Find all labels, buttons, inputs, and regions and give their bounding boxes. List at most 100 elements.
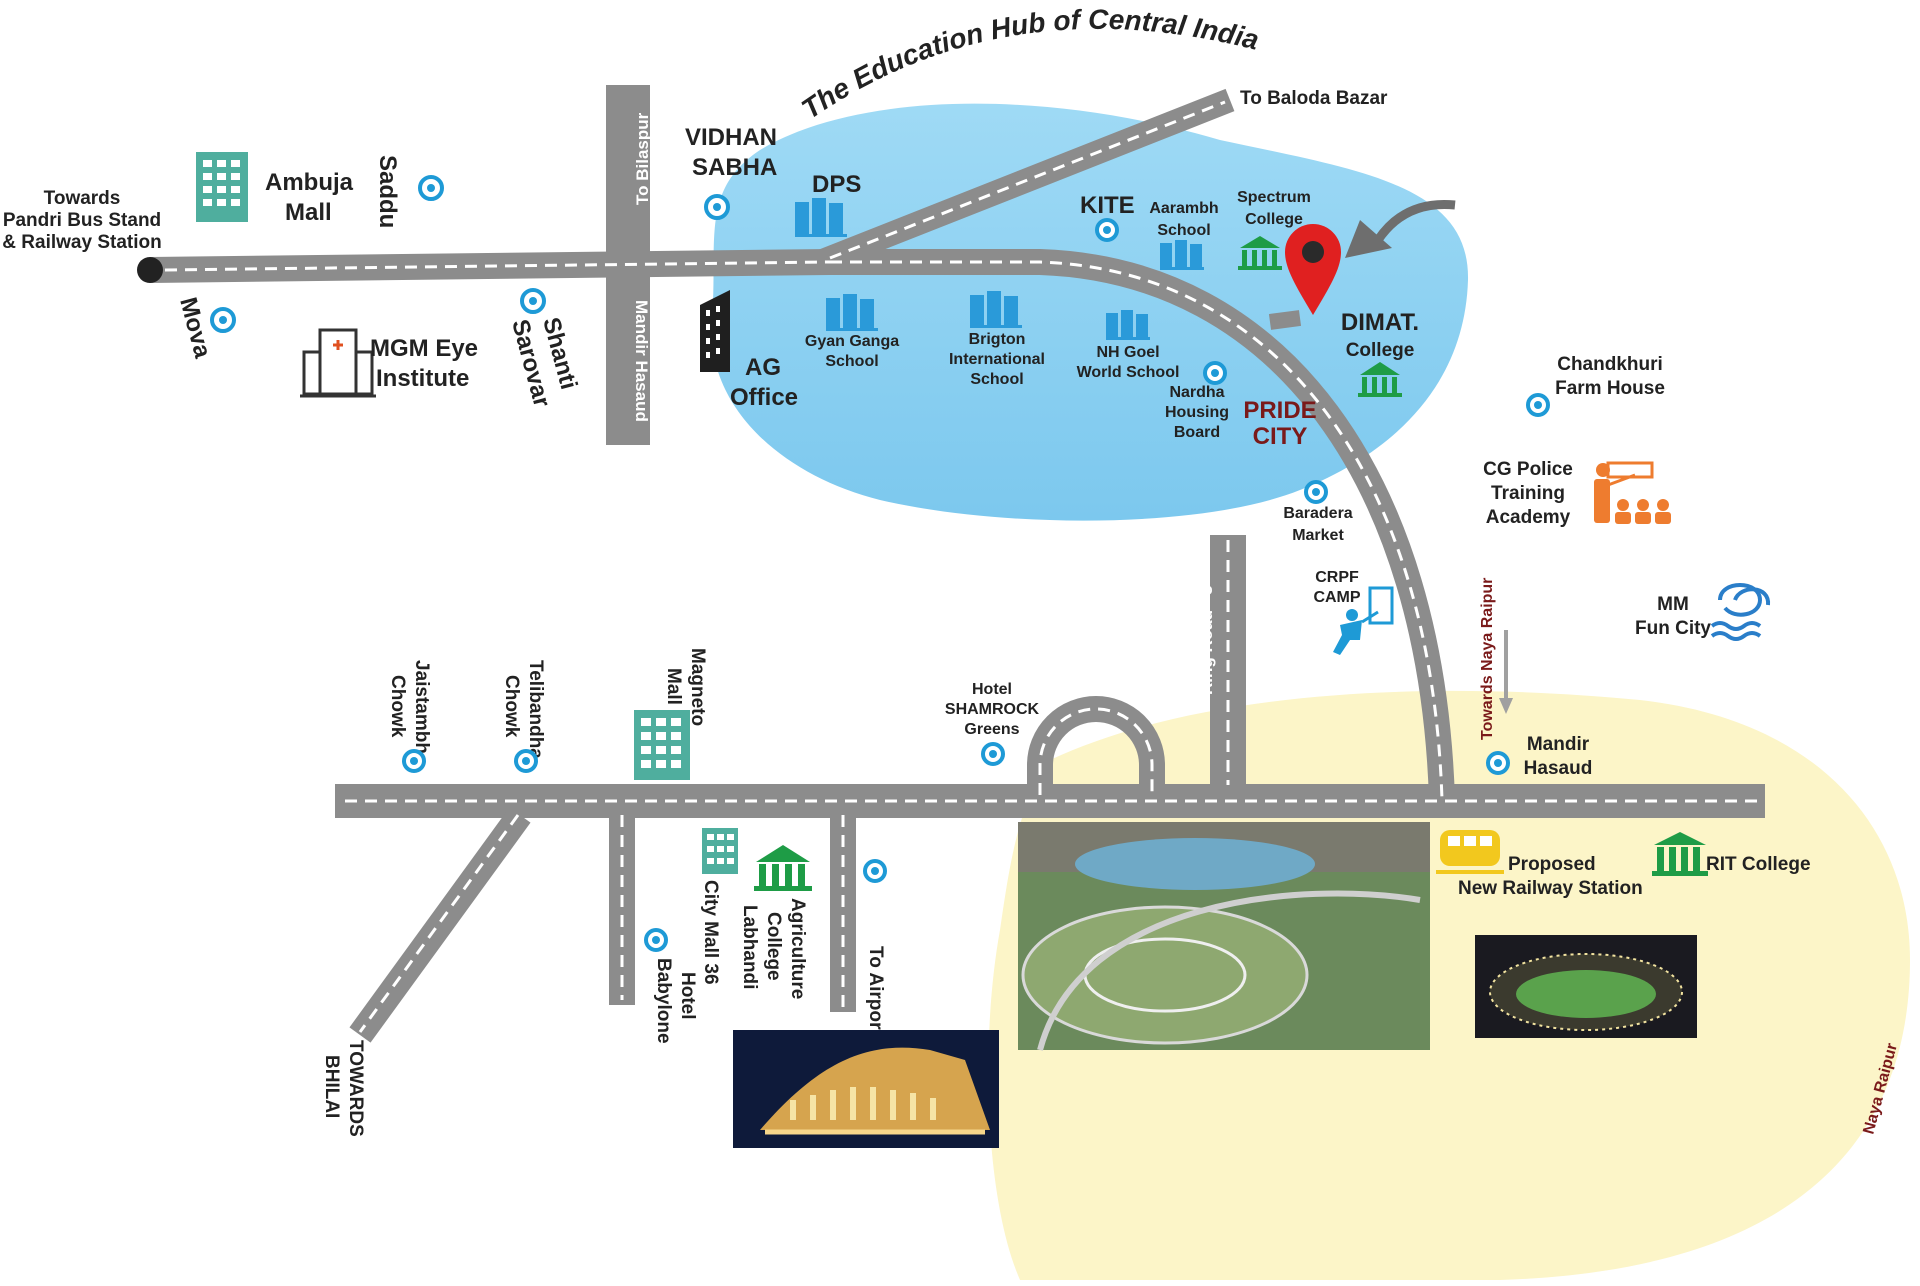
svg-text:New Railway Station: New Railway Station bbox=[1458, 878, 1643, 899]
label-saddu: Saddu bbox=[374, 155, 401, 228]
svg-text:Institute: Institute bbox=[376, 365, 469, 392]
label-cg-police: CG Police Training Academy bbox=[1483, 459, 1573, 528]
bank-green-icon bbox=[1652, 832, 1708, 876]
svg-text:School: School bbox=[1157, 222, 1210, 239]
svg-text:Gyan Ganga: Gyan Ganga bbox=[805, 333, 899, 350]
svg-text:School: School bbox=[970, 371, 1023, 388]
svg-text:College: College bbox=[1245, 211, 1303, 228]
label-vidhan-sabha: VIDHAN SABHA bbox=[685, 124, 777, 181]
eye-marker-icon[interactable] bbox=[644, 928, 668, 952]
svg-text:DIMAT.: DIMAT. bbox=[1341, 309, 1419, 336]
eye-marker-icon[interactable] bbox=[1486, 751, 1510, 775]
svg-text:CITY: CITY bbox=[1253, 423, 1308, 450]
road-label-ring-road: Ring Road - 3 bbox=[1197, 585, 1216, 695]
svg-text:SABHA: SABHA bbox=[692, 154, 777, 181]
label-rit-college: RIT College bbox=[1706, 854, 1811, 875]
road-label-bilaspur: To Bilaspur bbox=[633, 112, 652, 205]
eye-marker-icon[interactable] bbox=[1304, 480, 1328, 504]
svg-text:Agriculture: Agriculture bbox=[787, 898, 808, 999]
label-brigton: Brigton International School bbox=[949, 331, 1045, 388]
eye-marker-icon[interactable] bbox=[981, 742, 1005, 766]
label-towards-bhilai: TOWARDS BHILAI bbox=[321, 1040, 366, 1137]
train-icon bbox=[1436, 830, 1504, 874]
pointer-arrow bbox=[1374, 199, 1456, 243]
eye-marker-icon[interactable] bbox=[418, 175, 444, 201]
svg-text:College: College bbox=[1346, 340, 1415, 361]
road-bhilai bbox=[349, 807, 531, 1043]
svg-text:Baradera: Baradera bbox=[1283, 505, 1352, 522]
building-blue-icon bbox=[826, 294, 878, 331]
label-magneto: Magneto Mall bbox=[663, 648, 708, 726]
skyscraper-icon bbox=[700, 290, 730, 372]
road-label-mandir-hasaud: Mandir Hasaud bbox=[632, 300, 651, 422]
bank-green-icon bbox=[1238, 236, 1282, 270]
svg-text:Pandri Bus Stand: Pandri Bus Stand bbox=[3, 210, 161, 231]
bank-green-icon bbox=[1358, 362, 1402, 397]
label-aarambh: Aarambh School bbox=[1149, 200, 1218, 239]
svg-text:Office: Office bbox=[730, 384, 798, 411]
crpf-icon bbox=[1333, 586, 1394, 655]
svg-text:Telibandha: Telibandha bbox=[525, 660, 546, 759]
education-hub-zone bbox=[711, 103, 1469, 521]
svg-text:Hotel: Hotel bbox=[677, 972, 698, 1020]
bank-green-icon bbox=[754, 845, 812, 891]
svg-text:PRIDE: PRIDE bbox=[1243, 397, 1316, 424]
label-pandri: Towards Pandri Bus Stand & Railway Stati… bbox=[2, 188, 161, 253]
eye-marker-icon[interactable] bbox=[1203, 361, 1227, 385]
svg-text:Board: Board bbox=[1174, 424, 1220, 441]
label-railway-station: Proposed New Railway Station bbox=[1458, 854, 1643, 899]
eye-marker-icon[interactable] bbox=[863, 859, 887, 883]
label-gyan-ganga: Gyan Ganga School bbox=[805, 333, 899, 370]
svg-text:CRPF: CRPF bbox=[1315, 569, 1359, 586]
svg-text:CG Police: CG Police bbox=[1483, 459, 1573, 480]
svg-text:TOWARDS: TOWARDS bbox=[345, 1040, 366, 1137]
svg-text:VIDHAN: VIDHAN bbox=[685, 124, 777, 151]
eye-marker-icon[interactable] bbox=[1526, 393, 1550, 417]
label-mova: Mova bbox=[174, 295, 216, 362]
eye-marker-icon[interactable] bbox=[1095, 218, 1119, 242]
label-crpf: CRPF CAMP bbox=[1313, 569, 1360, 606]
eye-marker-icon[interactable] bbox=[210, 307, 236, 333]
svg-text:NH Goel: NH Goel bbox=[1096, 344, 1159, 361]
police-training-icon bbox=[1594, 461, 1671, 524]
label-hotel-babylone: Hotel Babylone bbox=[653, 958, 698, 1044]
label-ambuja-mall: Ambuja Mall bbox=[265, 169, 354, 226]
label-pride-city: PRIDE CITY bbox=[1243, 397, 1316, 450]
building-teal-icon bbox=[196, 152, 248, 222]
label-nh-goel: NH Goel World School bbox=[1077, 344, 1180, 381]
eye-marker-icon[interactable] bbox=[402, 749, 426, 773]
building-teal-icon bbox=[702, 828, 738, 874]
photo-airport-night bbox=[733, 1030, 999, 1148]
pointer-arrowhead bbox=[1345, 220, 1392, 258]
label-dps: DPS bbox=[812, 171, 861, 198]
map-pin-icon[interactable] bbox=[1285, 224, 1341, 315]
svg-text:Mall: Mall bbox=[285, 199, 332, 226]
building-blue-icon bbox=[795, 198, 847, 237]
fun-city-icon bbox=[1710, 583, 1771, 641]
svg-text:Market: Market bbox=[1292, 527, 1344, 544]
svg-text:Labhandi: Labhandi bbox=[739, 905, 760, 989]
eye-marker-icon[interactable] bbox=[520, 288, 546, 314]
building-blue-icon bbox=[1106, 310, 1150, 340]
label-baloda-bazar: To Baloda Bazar bbox=[1240, 88, 1388, 109]
svg-text:Babylone: Babylone bbox=[653, 958, 674, 1044]
svg-text:Chowk: Chowk bbox=[387, 675, 408, 738]
label-towards-naya-raipur: Towards Naya Raipur bbox=[1479, 578, 1496, 740]
svg-text:School: School bbox=[825, 353, 878, 370]
label-chandkhuri: Chandkhuri Farm House bbox=[1555, 354, 1665, 399]
eye-marker-icon[interactable] bbox=[704, 194, 730, 220]
svg-text:World School: World School bbox=[1077, 364, 1180, 381]
label-city-mall: City Mall 36 bbox=[700, 880, 721, 985]
svg-text:Hasaud: Hasaud bbox=[1524, 758, 1593, 779]
label-nardha: Nardha Housing Board bbox=[1165, 384, 1229, 441]
svg-text:International: International bbox=[949, 351, 1045, 368]
svg-text:Housing: Housing bbox=[1165, 404, 1229, 421]
eye-marker-icon[interactable] bbox=[514, 749, 538, 773]
label-telibandha: Telibandha Chowk bbox=[501, 660, 546, 759]
label-shanti-sarovar: Shanti Sarovar bbox=[506, 315, 582, 410]
label-jaistambh: Jaistambh Chowk bbox=[387, 660, 432, 754]
svg-text:& Railway Station: & Railway Station bbox=[2, 232, 161, 253]
label-mgm-eye: MGM Eye Institute bbox=[370, 335, 478, 392]
road-end-cap bbox=[137, 257, 163, 283]
